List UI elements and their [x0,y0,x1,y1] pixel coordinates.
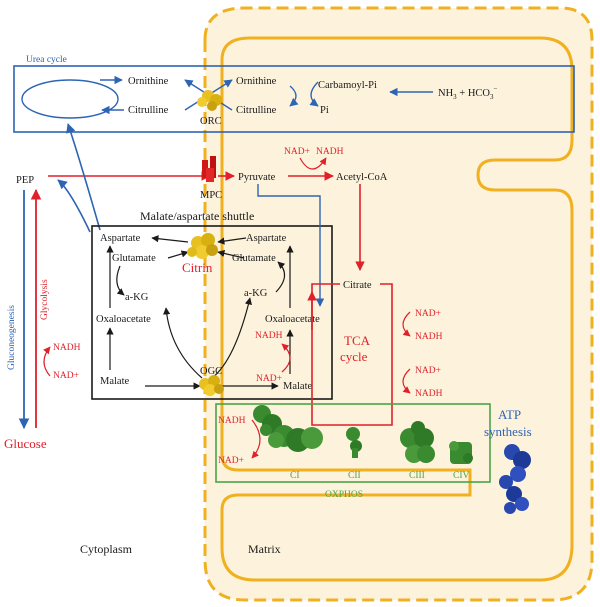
ogc-label: OGC [200,366,222,377]
nh3-hco3-label: NH3 + HCO3− [438,85,498,101]
oxaloacetate-mito: Oxaloacetate [265,314,320,325]
tca-nadh-1: NADH [415,332,443,342]
urea-citrulline-cyto: Citrulline [128,105,169,116]
cyto-nadh-label: NADH [53,343,81,353]
ogc-to-akg-cyto-arrow [163,307,203,379]
oxphos-nad-label: NAD+ [218,456,244,466]
atp-synthase-icon [499,444,531,514]
aspartate-to-urea-arrow [66,123,101,231]
pdh-nadh-label: NADH [316,147,344,157]
oxaloacetate-cyto: Oxaloacetate [96,314,151,325]
pyruvate-label: Pyruvate [238,172,276,183]
glucose-label: Glucose [4,436,47,451]
cytoplasm-label: Cytoplasm [80,542,133,556]
shuttle-cyto-glu-akg-arrow [116,265,125,296]
glutamate-cyto: Glutamate [112,253,156,264]
citrate-label: Citrate [343,280,372,291]
mito-nadh-label: NADH [255,331,283,341]
oaa-to-pep-arrow [57,179,91,233]
complex-i-label: CI [290,471,300,481]
pdh-nad-label: NAD+ [284,147,310,157]
citrin-glutamate-mito-arrow [217,249,245,259]
complex-ii-icon [346,427,362,458]
tca-label-line1: TCA [344,333,371,348]
complex-ii-label: CII [348,471,361,481]
citrin-aspartate-mito-arrow [217,237,247,245]
mito-nad-label: NAD+ [256,374,282,384]
urea-arrow-carbamoyl [309,81,319,107]
complex-iii-icon [400,421,435,463]
mito-nad-cycle-arrow [281,343,291,373]
tca-nad-1: NAD+ [415,309,441,319]
citrin-label: Citrin [182,260,213,275]
pdh-nad-cycle-arrow [299,157,327,170]
citrin-glutamate-arrow [167,250,189,259]
urea-ornithine-mito: Ornithine [236,76,277,87]
citrin-transporter-icon [187,233,218,259]
mpc-carrier-icon [202,156,216,182]
inner-mitochondrial-membrane [220,36,574,582]
outer-mitochondrial-membrane [203,6,594,602]
atp-label-line1: ATP [498,407,521,422]
akg-mito: a-KG [244,288,268,299]
tca-nad-cycle-1 [402,311,411,337]
aspartate-cyto: Aspartate [100,233,141,244]
urea-citrulline-mito: Citrulline [236,105,277,116]
shuttle-title: Malate/aspartate shuttle [140,209,254,223]
pep-label: PEP [16,175,34,186]
citrin-aspartate-arrow [151,235,189,243]
akg-to-ogc-arrow [211,297,252,379]
complex-iv-label: CIV [453,471,470,481]
complex-iii-label: CIII [409,471,425,481]
ogc-transporter-icon [199,375,224,396]
oxphos-nadh-label: NADH [218,416,246,426]
orc-transporter-icon [197,90,222,111]
tca-nadh-2: NADH [415,389,443,399]
cyto-nad-cycle-arrow [43,346,51,377]
oxphos-box [215,403,491,483]
aspartate-mito: Aspartate [246,233,287,244]
urea-cycle-box [13,65,575,133]
urea-ornithine-cyto: Ornithine [128,76,169,87]
matrix-label: Matrix [248,542,281,556]
pi-label: Pi [320,105,329,116]
akg-cyto: a-KG [125,292,149,303]
carbamoyl-pi-label: Carbamoyl-Pi [318,80,377,91]
shuttle-mito-akg-glu-arrow [275,261,286,293]
tca-nad-2: NAD+ [415,366,441,376]
urea-cycle-title: Urea cycle [26,55,67,65]
pyruvate-to-oaa-arrow [257,184,325,307]
cyto-nad-label: NAD+ [53,371,79,381]
mpc-label: MPC [200,190,222,201]
tca-cycle-path [311,283,393,426]
tca-label-line2: cycle [340,349,368,364]
oxphos-nad-cycle-arrow [251,419,261,459]
shuttle-box [91,225,333,400]
complex-i-icon [253,405,323,452]
orc-label: ORC [200,116,222,127]
oxphos-title: OXPHOS [325,490,363,500]
malate-mito: Malate [283,381,312,392]
malate-cyto: Malate [100,376,129,387]
urea-arrow-otc [289,85,299,107]
urea-cycle-loop [21,79,119,119]
glutamate-mito: Glutamate [232,253,276,264]
complex-iv-icon [449,441,473,464]
tca-nad-cycle-2 [402,368,411,394]
atp-label-line2: synthesis [484,424,532,439]
glycolysis-label: Glycolysis [40,279,50,320]
acetyl-coa-label: Acetyl-CoA [336,172,388,183]
gluconeogenesis-label: Gluconeogenesis [7,305,17,370]
